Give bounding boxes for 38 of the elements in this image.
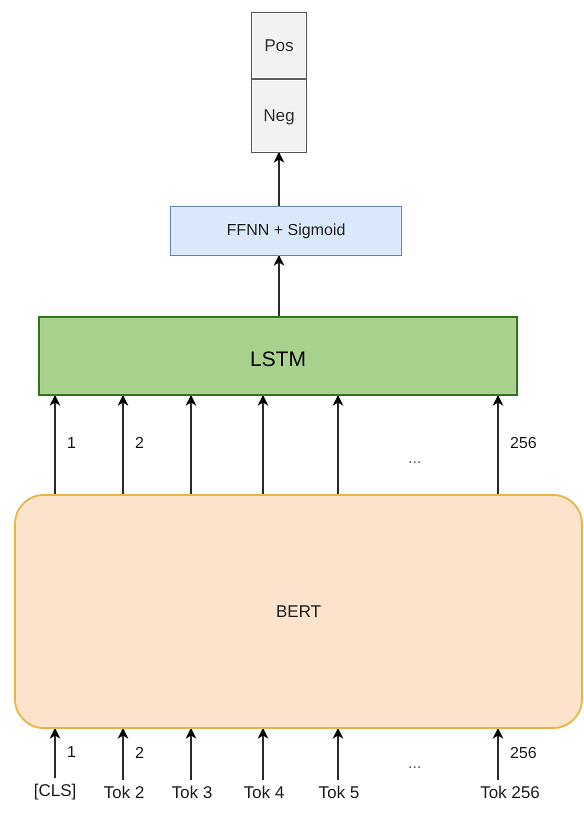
token-label: Tok 3 xyxy=(172,783,212,803)
arrow xyxy=(274,254,284,316)
token-label: Tok 256 xyxy=(480,783,540,803)
arrow xyxy=(492,394,504,494)
ellipsis-label: ... xyxy=(408,755,422,773)
token-label: Tok 5 xyxy=(318,783,360,803)
edge-label: 2 xyxy=(135,744,144,762)
layer-label: LSTM xyxy=(250,348,306,372)
arrow xyxy=(186,728,196,780)
edge-label: 1 xyxy=(67,435,76,453)
token-label: Tok 4 xyxy=(244,783,284,803)
output-cell xyxy=(251,79,307,153)
token-label: Tok 2 xyxy=(104,783,144,803)
layer-label: FFNN + Sigmoid xyxy=(226,222,346,240)
layer-label: BERT xyxy=(276,602,322,622)
layer-box xyxy=(170,206,402,256)
edge-label: 256 xyxy=(510,744,537,762)
layer-label: Pos xyxy=(264,36,294,56)
edge-label: 1 xyxy=(67,744,76,762)
arrow xyxy=(492,728,504,780)
layer-box xyxy=(38,316,518,396)
output-cell xyxy=(251,12,307,79)
model-box xyxy=(14,494,583,729)
arrow xyxy=(258,728,268,780)
edge-label: 2 xyxy=(135,435,144,453)
arrow xyxy=(274,152,284,206)
layer-label: Neg xyxy=(263,106,295,126)
arrow xyxy=(118,394,128,494)
arrow xyxy=(332,728,344,780)
arrow xyxy=(258,394,268,494)
arrow xyxy=(50,728,60,778)
edge-label: 256 xyxy=(510,435,537,453)
arrow xyxy=(118,728,128,780)
token-label: [CLS] xyxy=(34,781,76,801)
ellipsis-label: ... xyxy=(408,450,422,468)
arrow xyxy=(50,394,60,494)
arrow xyxy=(186,394,196,494)
arrow xyxy=(332,394,344,494)
